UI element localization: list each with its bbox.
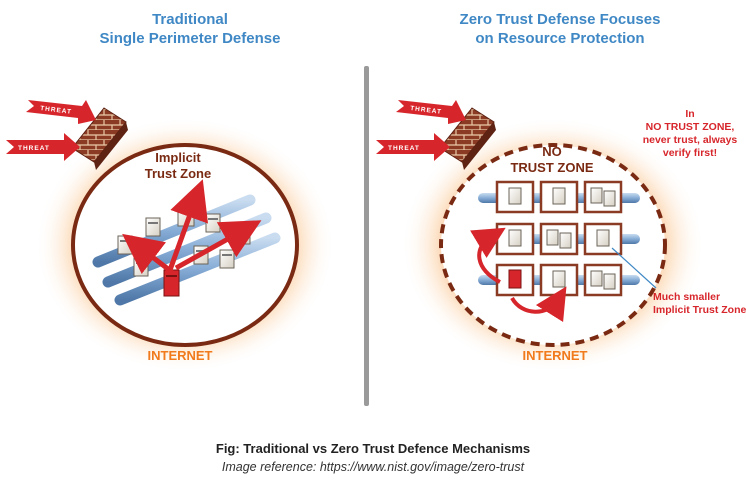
server-icon xyxy=(219,249,235,269)
zero-trust-diagram: THREAT THREAT Implicit Trust Zone INTERN… xyxy=(6,66,746,406)
right-panel-title: Zero Trust Defense Focuses on Resource P… xyxy=(410,10,710,48)
left-threat-arrow-1: THREAT xyxy=(26,100,96,124)
image-reference: Image reference: https://www.nist.gov/im… xyxy=(221,460,525,474)
resource-box xyxy=(539,222,579,256)
lateral-movement-arrows xyxy=(122,179,262,275)
callout-line2: Implicit Trust Zone xyxy=(653,304,746,316)
right-firewall-icon xyxy=(439,107,496,170)
resource-box xyxy=(583,222,623,256)
resource-box xyxy=(495,263,535,297)
threat-label: THREAT xyxy=(388,145,420,152)
right-threat-arrow-2: THREAT xyxy=(376,133,450,161)
resource-box xyxy=(539,263,579,297)
panel-divider xyxy=(364,66,369,406)
left-firewall-icon xyxy=(71,107,128,170)
threat-label: THREAT xyxy=(40,105,73,116)
threat-label: THREAT xyxy=(18,145,50,152)
blocked-movement-arrows xyxy=(470,227,567,323)
resource-box xyxy=(583,180,623,214)
no-trust-zone-line1: NO xyxy=(542,144,562,159)
resource-box xyxy=(539,180,579,214)
note-line: NO TRUST ZONE, xyxy=(646,121,735,133)
note-line: verify first! xyxy=(663,147,717,159)
server-icon xyxy=(133,257,149,277)
left-panel: THREAT THREAT Implicit Trust Zone INTERN… xyxy=(6,100,335,373)
left-internet-label: INTERNET xyxy=(148,348,213,363)
callout-line xyxy=(611,247,657,289)
figure-caption: Fig: Traditional vs Zero Trust Defence M… xyxy=(215,441,531,456)
resource-box xyxy=(495,222,535,256)
resource-box xyxy=(583,263,623,297)
threat-label: THREAT xyxy=(410,105,443,116)
resource-box xyxy=(495,180,535,214)
left-title-line1: Traditional xyxy=(152,11,228,28)
server-icon xyxy=(205,213,221,233)
right-title-line1: Zero Trust Defense Focuses xyxy=(459,11,661,28)
server-icon xyxy=(117,235,133,255)
callout-line1: Much smaller xyxy=(653,291,720,303)
compromised-server-icon xyxy=(163,269,180,297)
server-icon xyxy=(145,217,161,237)
right-resource-grid xyxy=(495,180,623,297)
implicit-trust-zone-line1: Implicit xyxy=(155,150,201,165)
left-title-line2: Single Perimeter Defense xyxy=(99,30,281,47)
right-internet-label: INTERNET xyxy=(523,348,588,363)
note-line: never trust, always xyxy=(643,134,738,146)
right-threat-arrow-1: THREAT xyxy=(396,100,466,124)
note-line: In xyxy=(685,108,694,120)
implicit-trust-zone-line2: Trust Zone xyxy=(145,166,211,181)
left-panel-title: Traditional Single Perimeter Defense xyxy=(80,10,300,48)
no-trust-zone-line2: TRUST ZONE xyxy=(510,160,593,175)
no-trust-note: In NO TRUST ZONE, never trust, always ve… xyxy=(643,108,738,159)
right-panel: THREAT THREAT NO TRUST ZONE In NO TRUST … xyxy=(376,100,746,373)
right-title-line2: on Resource Protection xyxy=(475,30,645,47)
left-threat-arrow-2: THREAT xyxy=(6,133,80,161)
